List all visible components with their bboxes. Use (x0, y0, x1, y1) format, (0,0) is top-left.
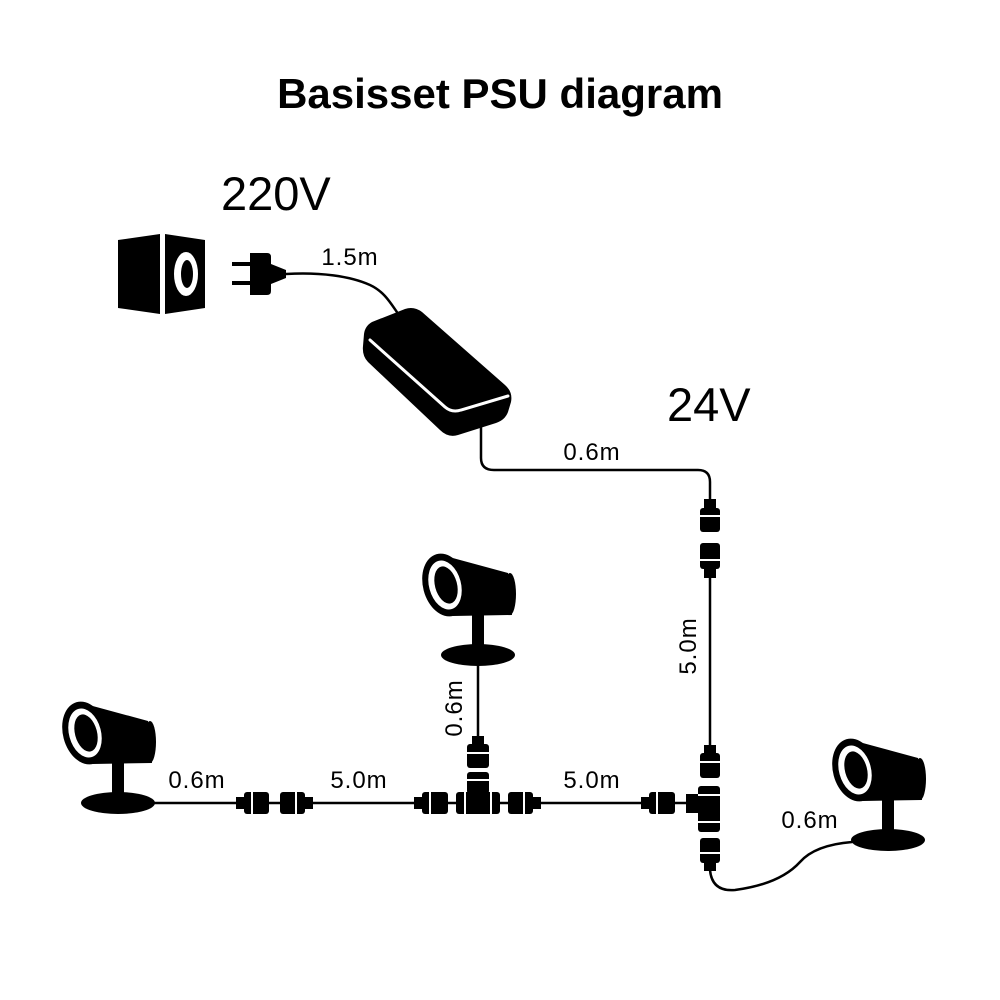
connector-icon (700, 499, 720, 532)
t-splitter-icon (686, 786, 720, 832)
t-splitter-icon (456, 772, 500, 814)
connector-icon (236, 792, 269, 814)
low-voltage-label: 24V (667, 378, 751, 431)
vertical-extension-length: 5.0m (675, 617, 702, 674)
connector-icon (467, 736, 489, 768)
connector-icon (641, 792, 675, 814)
plug-icon (232, 253, 286, 295)
psu-cable (479, 422, 712, 502)
psu-cable-length: 0.6m (563, 439, 620, 466)
right-spot-cable-length: 0.6m (781, 807, 838, 834)
wall-socket-icon (118, 234, 205, 314)
connector-icon (700, 745, 720, 778)
right-spot-cable (708, 840, 854, 892)
plug-cable (284, 272, 401, 317)
spotlight-icon (415, 548, 516, 666)
connector-icon (508, 792, 541, 814)
psu-icon (362, 308, 512, 436)
connector-icon (280, 792, 313, 814)
connector-icon (414, 792, 448, 814)
connector-icon (700, 543, 720, 578)
spotlight-icon (55, 696, 156, 814)
left-spot-cable-length: 0.6m (168, 767, 225, 794)
connector-icon (700, 838, 720, 871)
mains-voltage-label: 220V (221, 167, 331, 220)
plug-cable-length: 1.5m (321, 244, 378, 271)
middle-spot-cable-length: 0.6m (441, 679, 468, 736)
right-extension-length: 5.0m (563, 767, 620, 794)
left-extension-length: 5.0m (330, 767, 387, 794)
diagram-title: Basisset PSU diagram (277, 70, 723, 117)
spotlight-icon (825, 733, 926, 851)
